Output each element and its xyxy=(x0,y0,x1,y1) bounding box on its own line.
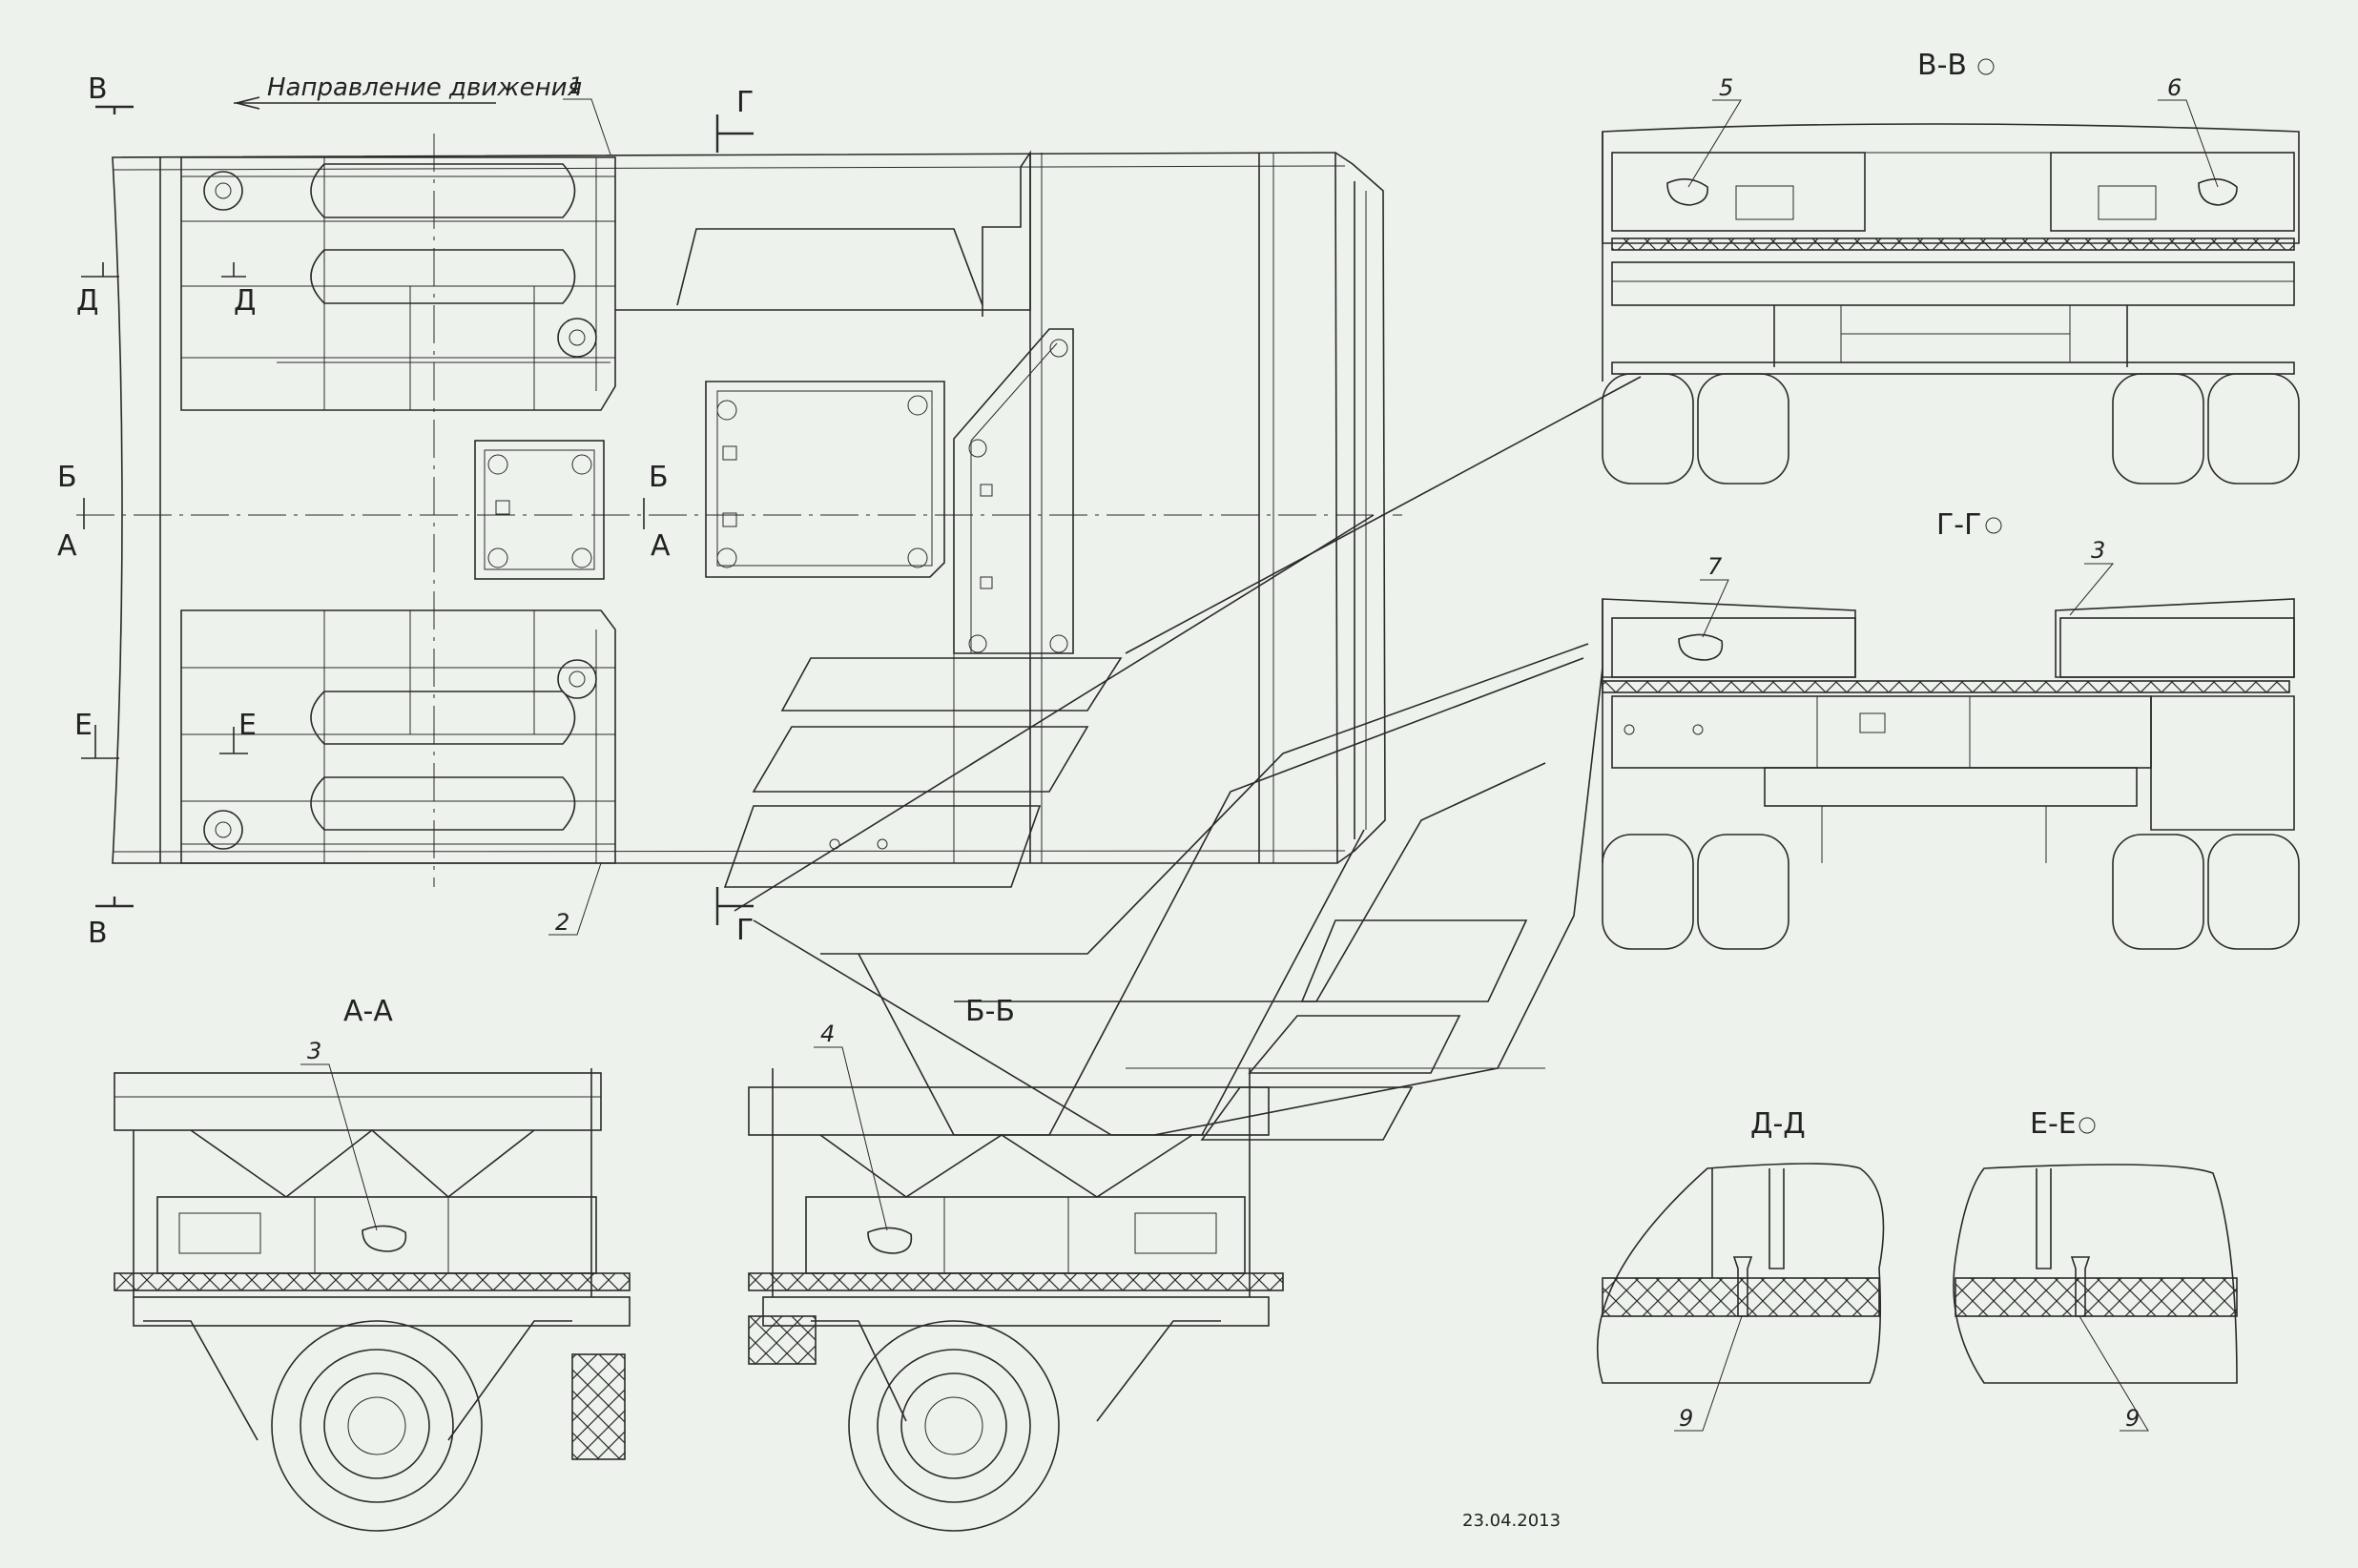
cut-b-outer: Б xyxy=(57,461,77,494)
cut-v-top: В xyxy=(88,72,108,106)
section-bb: Б-Б 4 xyxy=(748,995,1284,1532)
section-gg-title: Г-Г xyxy=(1936,508,1981,542)
plan-view xyxy=(76,134,1402,887)
callout-1: 1 xyxy=(569,72,583,99)
drawing-date: 23.04.2013 xyxy=(1462,1511,1561,1531)
plan-labels: Направление движения В В Г Г Д Д Б А Б А… xyxy=(57,72,754,950)
section-aa-title: А-А xyxy=(343,995,393,1028)
cut-e-outer: Е xyxy=(74,709,93,742)
cut-a-inner: А xyxy=(651,529,671,563)
section-bb-title: Б-Б xyxy=(965,995,1015,1028)
callout-3-aa: 3 xyxy=(307,1038,321,1064)
cut-a-outer: А xyxy=(57,529,77,563)
detail-ee-title: Е-Е xyxy=(2030,1107,2077,1141)
cut-g-bottom: Г xyxy=(736,914,754,947)
callout-6: 6 xyxy=(2167,74,2182,101)
cut-d-outer: Д xyxy=(76,284,98,318)
callout-2: 2 xyxy=(555,909,569,936)
callout-7: 7 xyxy=(1707,553,1723,580)
direction-label: Направление движения xyxy=(267,73,582,102)
section-vv-title: В-В xyxy=(1917,49,1967,82)
callout-5: 5 xyxy=(1719,74,1733,101)
callout-9-dd: 9 xyxy=(1679,1405,1693,1432)
ghost-outline-overlay xyxy=(723,376,1642,1141)
callout-3-gg: 3 xyxy=(2091,537,2105,564)
section-aa: А-А 3 xyxy=(114,995,631,1532)
section-vv: В-В 5 6 xyxy=(1602,49,2300,485)
detail-dd-title: Д-Д xyxy=(1750,1107,1806,1141)
detail-ee: Е-Е 9 xyxy=(1953,1107,2238,1432)
cut-e-inner: Е xyxy=(238,709,257,742)
detail-dd: Д-Д 9 xyxy=(1596,1107,1885,1432)
callout-9-ee: 9 xyxy=(2125,1405,2140,1432)
cut-v-bottom: В xyxy=(88,917,108,950)
cut-g-top: Г xyxy=(736,86,754,119)
cut-b-inner: Б xyxy=(649,461,669,494)
section-gg: Г-Г 7 3 xyxy=(1602,508,2300,950)
callout-4: 4 xyxy=(820,1021,835,1047)
cut-d-inner: Д xyxy=(234,284,256,318)
